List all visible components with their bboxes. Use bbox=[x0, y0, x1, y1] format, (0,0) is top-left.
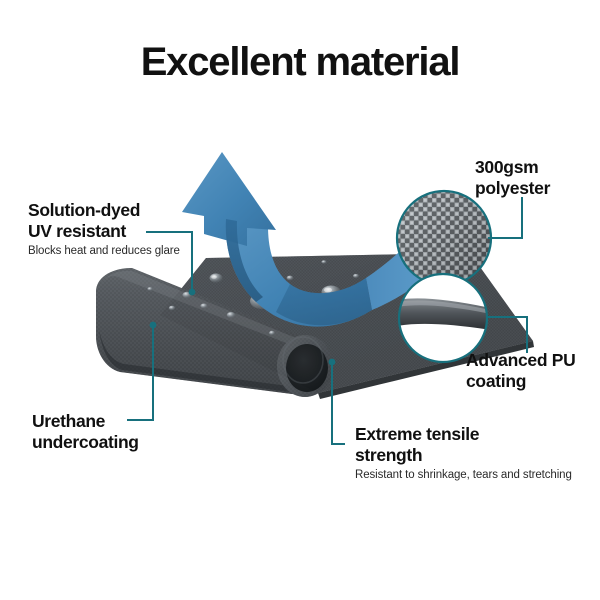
callout-subtext: Blocks heat and reduces glare bbox=[28, 245, 180, 258]
fabric-rolled-edge bbox=[96, 268, 330, 395]
callout-advanced-pu-coating: Advanced PU coating bbox=[466, 350, 576, 391]
callout-leader-dots bbox=[149, 288, 336, 366]
callout-solution-dyed-uv-resistant: Solution-dyed UV resistant Blocks heat a… bbox=[28, 200, 180, 259]
callout-heading: Extreme tensile strength bbox=[355, 424, 480, 465]
fabric-tube-opening bbox=[277, 335, 333, 397]
callout-300gsm-polyester: 300gsm polyester bbox=[475, 157, 550, 198]
callout-heading: 300gsm polyester bbox=[475, 157, 551, 198]
callout-heading: Urethane undercoating bbox=[32, 411, 139, 452]
callout-heading: Advanced PU coating bbox=[466, 350, 576, 391]
page-title: Excellent material bbox=[140, 40, 461, 84]
callout-heading: Solution-dyed UV resistant bbox=[28, 200, 141, 241]
coating-zoom-circle bbox=[397, 272, 489, 364]
callout-urethane-undercoating: Urethane undercoating bbox=[32, 411, 139, 452]
callout-subtext: Resistant to shrinkage, tears and stretc… bbox=[355, 469, 572, 482]
callout-extreme-tensile-strength: Extreme tensile strength Resistant to sh… bbox=[355, 424, 572, 483]
callout-leader-lines bbox=[127, 197, 528, 445]
